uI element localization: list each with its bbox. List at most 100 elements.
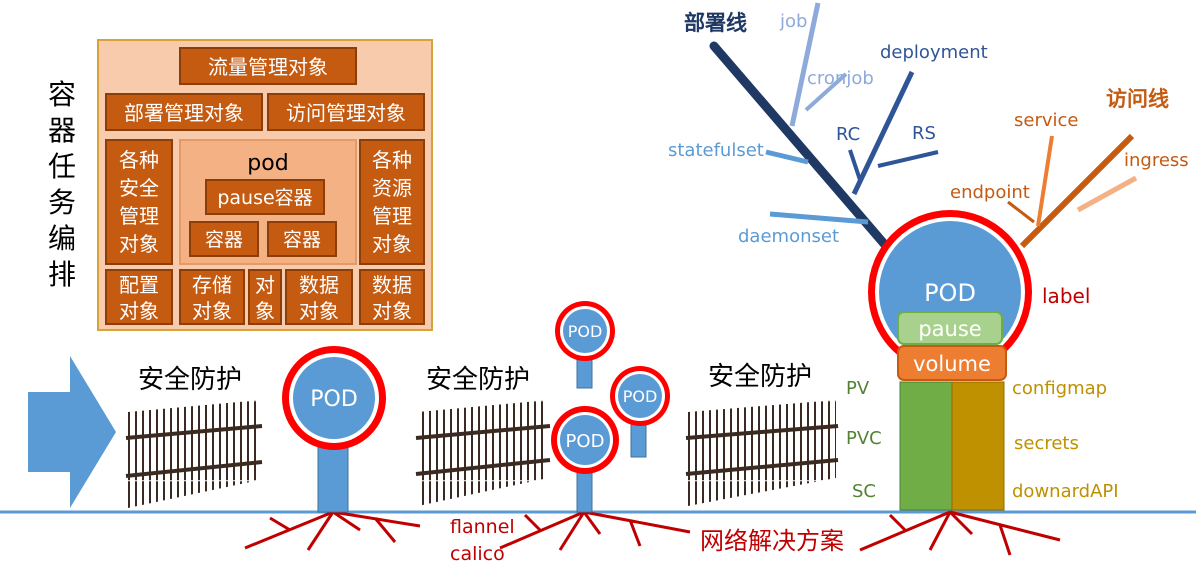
object-line1: 对 xyxy=(255,273,275,297)
cronjob-label: cronjob xyxy=(807,68,874,89)
config-objects-line1: 配置 xyxy=(119,273,159,297)
side-title-text: 容器任务编排 xyxy=(48,78,76,291)
network-solution-label: 网络解决方案 xyxy=(700,527,844,555)
label-text: label xyxy=(1042,284,1090,308)
pod-label: POD xyxy=(310,387,358,412)
security-objects-line3: 管理 xyxy=(119,204,159,228)
resource-objects-line2: 资源 xyxy=(372,176,412,200)
storage-objects-line2: 对象 xyxy=(192,299,232,323)
fence-1 xyxy=(125,400,263,508)
storage-objects-line1: 存储 xyxy=(192,273,232,297)
cronjob-branch xyxy=(804,72,848,112)
service-label: service xyxy=(1014,110,1078,131)
deploy-mgmt-box xyxy=(105,93,263,131)
pod-small-bottom: POD xyxy=(551,406,619,513)
right-arrow-icon xyxy=(28,356,116,508)
volume-bar-label: volume xyxy=(913,352,991,376)
container-b-box xyxy=(267,221,337,257)
resource-objects-line4: 对象 xyxy=(372,232,412,256)
secrets-label: secrets xyxy=(1014,433,1079,454)
pod-label: POD xyxy=(568,322,603,341)
deployment-label: deployment xyxy=(880,42,988,63)
data-objects-1-line2: 对象 xyxy=(299,299,339,323)
resource-objects-box xyxy=(359,139,425,265)
daemonset-branch xyxy=(769,211,869,225)
object-line2: 象 xyxy=(255,299,275,323)
flannel-label: flannel xyxy=(450,516,515,538)
config-objects-line2: 对象 xyxy=(119,299,159,323)
big-pod: POD pause volume xyxy=(868,210,1032,511)
rc-branch xyxy=(848,149,862,181)
data-objects-2-line2: 对象 xyxy=(372,299,412,323)
pause-container-box xyxy=(205,179,325,215)
endpoint-branch xyxy=(1007,200,1035,224)
statefulset-branch xyxy=(765,149,809,165)
job-label: job xyxy=(779,11,807,32)
deployment-branch xyxy=(851,70,915,196)
access-mgmt-box xyxy=(267,93,425,131)
daemonset-label: daemonset xyxy=(738,226,839,247)
security-objects-box xyxy=(105,139,173,265)
security-label-1: 安全防护 xyxy=(138,365,242,395)
service-branch xyxy=(1036,135,1054,227)
rs-branch xyxy=(877,150,939,168)
deploy-line-title: 部署线 xyxy=(684,11,747,35)
pv-label: PV xyxy=(846,378,870,399)
ingress-label: ingress xyxy=(1124,150,1189,171)
downardapi-label: downardAPI xyxy=(1012,481,1119,502)
container-a-box xyxy=(189,221,259,257)
deploy-trunk xyxy=(709,41,891,251)
configmap-column xyxy=(951,381,1005,511)
traffic-object-box xyxy=(179,47,357,85)
volume-bar xyxy=(897,345,1007,381)
pod-label: POD xyxy=(566,431,605,452)
security-label-3: 安全防护 xyxy=(708,362,812,392)
data-objects-1-line1: 数据 xyxy=(299,273,339,297)
calico-label: calico xyxy=(450,543,505,565)
pod-small-right: POD xyxy=(610,366,670,458)
security-objects-line1: 各种 xyxy=(119,148,159,172)
ingress-branch xyxy=(1076,175,1138,213)
orchestration-side-title: 容器任务编排 xyxy=(48,78,76,291)
traffic-object-label: 流量管理对象 xyxy=(208,55,328,79)
pause-bar xyxy=(897,311,1003,345)
rs-label: RS xyxy=(912,123,936,144)
pod-small-top: POD xyxy=(555,301,615,389)
endpoint-label: endpoint xyxy=(950,182,1030,203)
deploy-tree xyxy=(709,2,939,251)
job-branch xyxy=(789,2,821,127)
fence-2 xyxy=(415,400,551,506)
pause-bar-label: pause xyxy=(918,317,981,341)
config-objects-box xyxy=(105,269,173,325)
fence-3 xyxy=(685,400,839,506)
resource-objects-line1: 各种 xyxy=(372,148,412,172)
pod-large-left: POD xyxy=(282,346,386,513)
security-objects-line4: 对象 xyxy=(119,232,159,256)
storage-objects-box xyxy=(179,269,245,325)
big-pod-label: POD xyxy=(924,279,976,307)
access-trunk xyxy=(1019,133,1135,249)
security-label-2: 安全防护 xyxy=(426,365,530,395)
configmap-label: configmap xyxy=(1012,378,1107,399)
pv-column xyxy=(899,381,953,511)
pvc-label: PVC xyxy=(846,428,882,449)
pause-container-label: pause容器 xyxy=(217,187,312,209)
data-objects-2-line1: 数据 xyxy=(372,273,412,297)
pod-box-label: pod xyxy=(247,151,288,176)
access-mgmt-label: 访问管理对象 xyxy=(286,101,406,125)
access-tree xyxy=(1007,133,1138,249)
statefulset-label: statefulset xyxy=(668,140,764,161)
access-line-title: 访问线 xyxy=(1106,87,1169,111)
deploy-mgmt-label: 部署管理对象 xyxy=(124,101,244,125)
container-b-label: 容器 xyxy=(283,229,321,251)
data-objects-box-2 xyxy=(359,269,425,325)
resource-objects-line3: 管理 xyxy=(372,204,412,228)
data-objects-box-1 xyxy=(285,269,353,325)
network-roots xyxy=(244,510,1061,556)
object-box xyxy=(248,269,282,325)
orchestration-panel: 流量管理对象 部署管理对象 访问管理对象 各种 安全 管理 对象 pod pau… xyxy=(97,39,433,331)
sc-label: SC xyxy=(852,481,876,502)
security-objects-line2: 安全 xyxy=(119,176,159,200)
pod-label: POD xyxy=(623,387,658,406)
